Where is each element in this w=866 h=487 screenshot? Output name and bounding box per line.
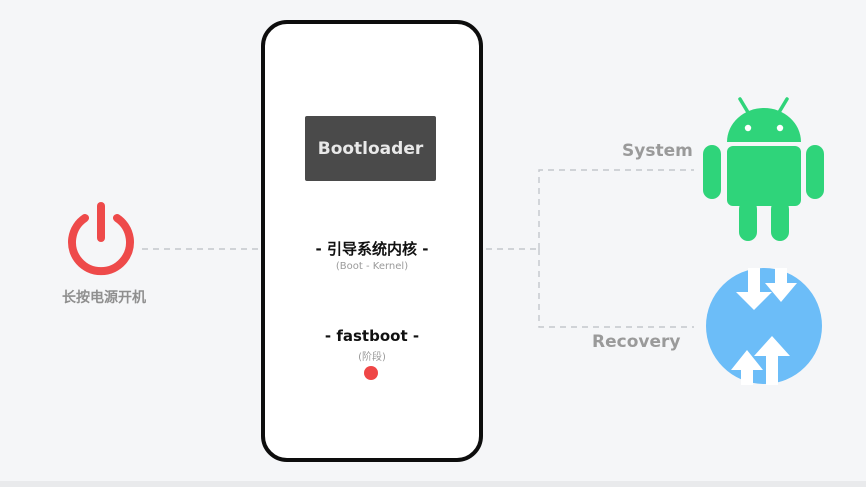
twrp-recovery-icon [706,268,822,385]
bottom-band [0,481,866,487]
phone-frame [261,20,483,462]
status-indicator-dot [364,366,378,380]
stage-fastboot-subtitle: (阶段) [358,352,386,363]
connector-branch-recovery [538,249,694,328]
recovery-label: Recovery [592,332,681,352]
stage-fastboot-title: - fastboot - [324,327,420,345]
bootloader-label: Bootloader [317,138,424,159]
system-label: System [622,141,693,161]
android-icon [703,97,824,241]
connector-branch-system [538,169,694,249]
bootloader-chip: Bootloader [305,116,436,181]
power-icon [68,202,134,276]
stage-kernel-subtitle: (Boot - Kernel) [335,261,409,272]
stage-kernel-title: - 引导系统内核 - [315,240,429,258]
power-caption: 长按电源开机 [62,290,146,306]
